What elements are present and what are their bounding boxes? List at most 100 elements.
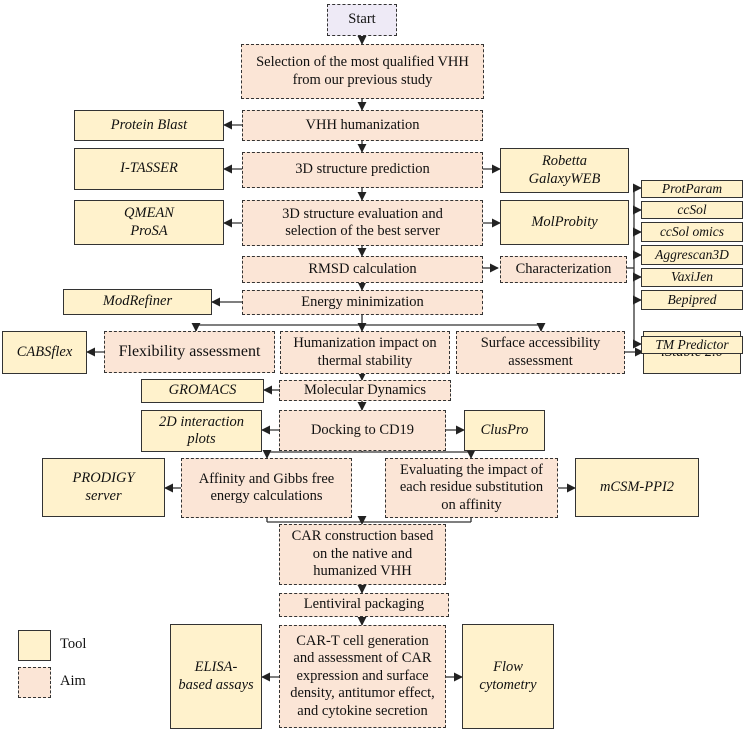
modrefiner-tool: ModRefiner — [63, 289, 212, 315]
prodigy-tool: PRODIGY server — [42, 458, 165, 517]
lentiviral-node: Lentiviral packaging — [279, 593, 449, 617]
structure-evaluation-line-2: selection of the best server — [285, 223, 440, 239]
protein-blast-tool: Protein Blast — [74, 110, 224, 141]
residue-impact-line-1: Evaluating the impact of — [400, 461, 543, 478]
ccsol-omics-tool: ccSol omics — [641, 222, 743, 242]
rmsd-node: RMSD calculation — [242, 256, 483, 283]
itasser-label: I-TASSER — [120, 160, 178, 177]
cabsflex-label: CABSflex — [16, 343, 73, 360]
residue-impact-line-2: each residue substitution — [399, 479, 544, 496]
docking-label: Docking to CD19 — [310, 421, 415, 438]
humanization-node: VHH humanization — [242, 110, 483, 141]
molprobity-tool: MolProbity — [500, 200, 629, 245]
cart-line-1: CAR-T cell generation — [296, 633, 429, 650]
characterization-node: Characterization — [500, 256, 627, 283]
elisa-tool: ELISA- based assays — [170, 624, 262, 729]
cluspro-tool: ClusPro — [464, 410, 545, 451]
humanization-impact-line-2: thermal stability — [317, 352, 413, 369]
molprobity-label: MolProbity — [531, 213, 598, 230]
qmean-line-2: ProSA — [130, 222, 168, 239]
flow-line-1: Flow — [493, 659, 523, 676]
gromacs-tool: GROMACS — [141, 379, 264, 403]
protparam-tool: ProtParam — [641, 180, 743, 198]
humanization-impact-node: Humanization impact on thermal stability — [280, 331, 450, 374]
legend-aim-swatch — [18, 667, 51, 698]
structure-prediction-label: 3D structure prediction — [295, 161, 430, 178]
cluspro-label: ClusPro — [480, 421, 529, 438]
gromacs-label: GROMACS — [168, 382, 237, 399]
bepipred-label: Bepipred — [667, 291, 717, 307]
lentiviral-label: Lentiviral packaging — [303, 596, 425, 613]
robetta-line-1: Robetta — [541, 153, 588, 170]
rmsd-label: RMSD calculation — [308, 260, 417, 277]
interaction-plots-line-1: 2D interaction — [159, 413, 244, 430]
surface-line-2: assessment — [508, 352, 573, 369]
humanization-label: VHH humanization — [305, 116, 420, 133]
aggrescan3d-label: Aggrescan3D — [655, 246, 729, 262]
molecular-dynamics-node: Molecular Dynamics — [279, 380, 451, 401]
molecular-dynamics-label: Molecular Dynamics — [303, 381, 426, 398]
humanization-impact-line-1: Humanization impact on — [293, 335, 437, 352]
qmean-line-1: QMEAN — [124, 205, 174, 222]
tm-predictor-tool: TM Predictor — [641, 336, 743, 354]
ccsol-tool: ccSol — [641, 201, 743, 219]
flow-cytometry-tool: Flow cytometry — [462, 624, 554, 729]
flow-line-2: cytometry — [479, 676, 537, 693]
prodigy-line-1: PRODIGY — [72, 470, 135, 487]
selection-line-2: from our previous study — [292, 71, 433, 88]
car-construction-line-1: CAR construction based — [291, 528, 434, 545]
cart-line-3: expression and surface — [296, 667, 429, 684]
surface-line-1: Surface accessibility — [480, 335, 601, 352]
docking-node: Docking to CD19 — [279, 410, 446, 451]
mcsm-tool: mCSM-PPI2 — [575, 458, 699, 517]
ccsol-omics-label: ccSol omics — [659, 223, 725, 239]
flexibility-node: Flexibility assessment — [104, 331, 275, 373]
interaction-plots-line-2: plots — [187, 431, 216, 447]
affinity-node: Affinity and Gibbs free energy calculati… — [181, 458, 352, 518]
bepipred-tool: Bepipred — [641, 290, 743, 310]
car-construction-line-2: on the native and — [312, 545, 413, 562]
elisa-line-1: ELISA- — [194, 659, 238, 676]
robetta-tool: Robetta GalaxyWEB — [500, 148, 629, 193]
protein-blast-label: Protein Blast — [110, 116, 188, 133]
qmean-tool: QMEAN ProSA — [74, 200, 224, 245]
structure-evaluation-node: 3D structure evaluation and selection of… — [242, 200, 483, 246]
cabsflex-tool: CABSflex — [2, 331, 87, 374]
itasser-tool: I-TASSER — [74, 148, 224, 190]
car-construction-line-3: humanized VHH — [313, 563, 412, 580]
selection-line-1: Selection of the most qualified VHH — [256, 54, 469, 71]
structure-prediction-node: 3D structure prediction — [242, 152, 483, 188]
robetta-line-2: GalaxyWEB — [528, 170, 601, 187]
interaction-plots-tool: 2D interaction plots — [141, 410, 262, 452]
cart-node: CAR-T cell generation and assessment of … — [279, 625, 446, 728]
legend-tool-label: Tool — [60, 636, 87, 652]
residue-impact-node: Evaluating the impact of each residue su… — [385, 458, 558, 518]
energy-minimization-label: Energy minimization — [301, 293, 424, 310]
protparam-label: ProtParam — [661, 180, 723, 196]
flexibility-label: Flexibility assessment — [118, 343, 261, 361]
selection-node: Selection of the most qualified VHH from… — [241, 44, 484, 99]
elisa-line-2: based assays — [178, 676, 254, 693]
aggrescan3d-tool: Aggrescan3D — [641, 245, 743, 265]
start-node: Start — [327, 4, 397, 36]
start-label: Start — [348, 11, 376, 28]
affinity-line-1: Affinity and Gibbs free — [198, 470, 335, 487]
prodigy-line-2: server — [85, 487, 122, 504]
vaxijen-tool: VaxiJen — [641, 268, 743, 287]
legend-tool-swatch — [18, 630, 51, 661]
cart-line-2: and assessment of CAR — [293, 650, 432, 667]
cart-line-5: and cytokine secretion — [297, 702, 428, 719]
cart-line-4: density, antitumor effect, — [290, 685, 435, 702]
affinity-line-2: energy calculations — [210, 488, 323, 504]
structure-evaluation-line-1: 3D structure evaluation and — [282, 205, 443, 222]
legend-aim-label: Aim — [60, 673, 86, 689]
tm-predictor-label: TM Predictor — [655, 336, 729, 352]
modrefiner-label: ModRefiner — [102, 293, 173, 310]
ccsol-label: ccSol — [677, 201, 707, 217]
mcsm-label: mCSM-PPI2 — [599, 478, 675, 495]
surface-accessibility-node: Surface accessibility assessment — [456, 331, 625, 374]
residue-impact-line-3: on affinity — [441, 496, 502, 513]
characterization-label: Characterization — [515, 260, 612, 277]
